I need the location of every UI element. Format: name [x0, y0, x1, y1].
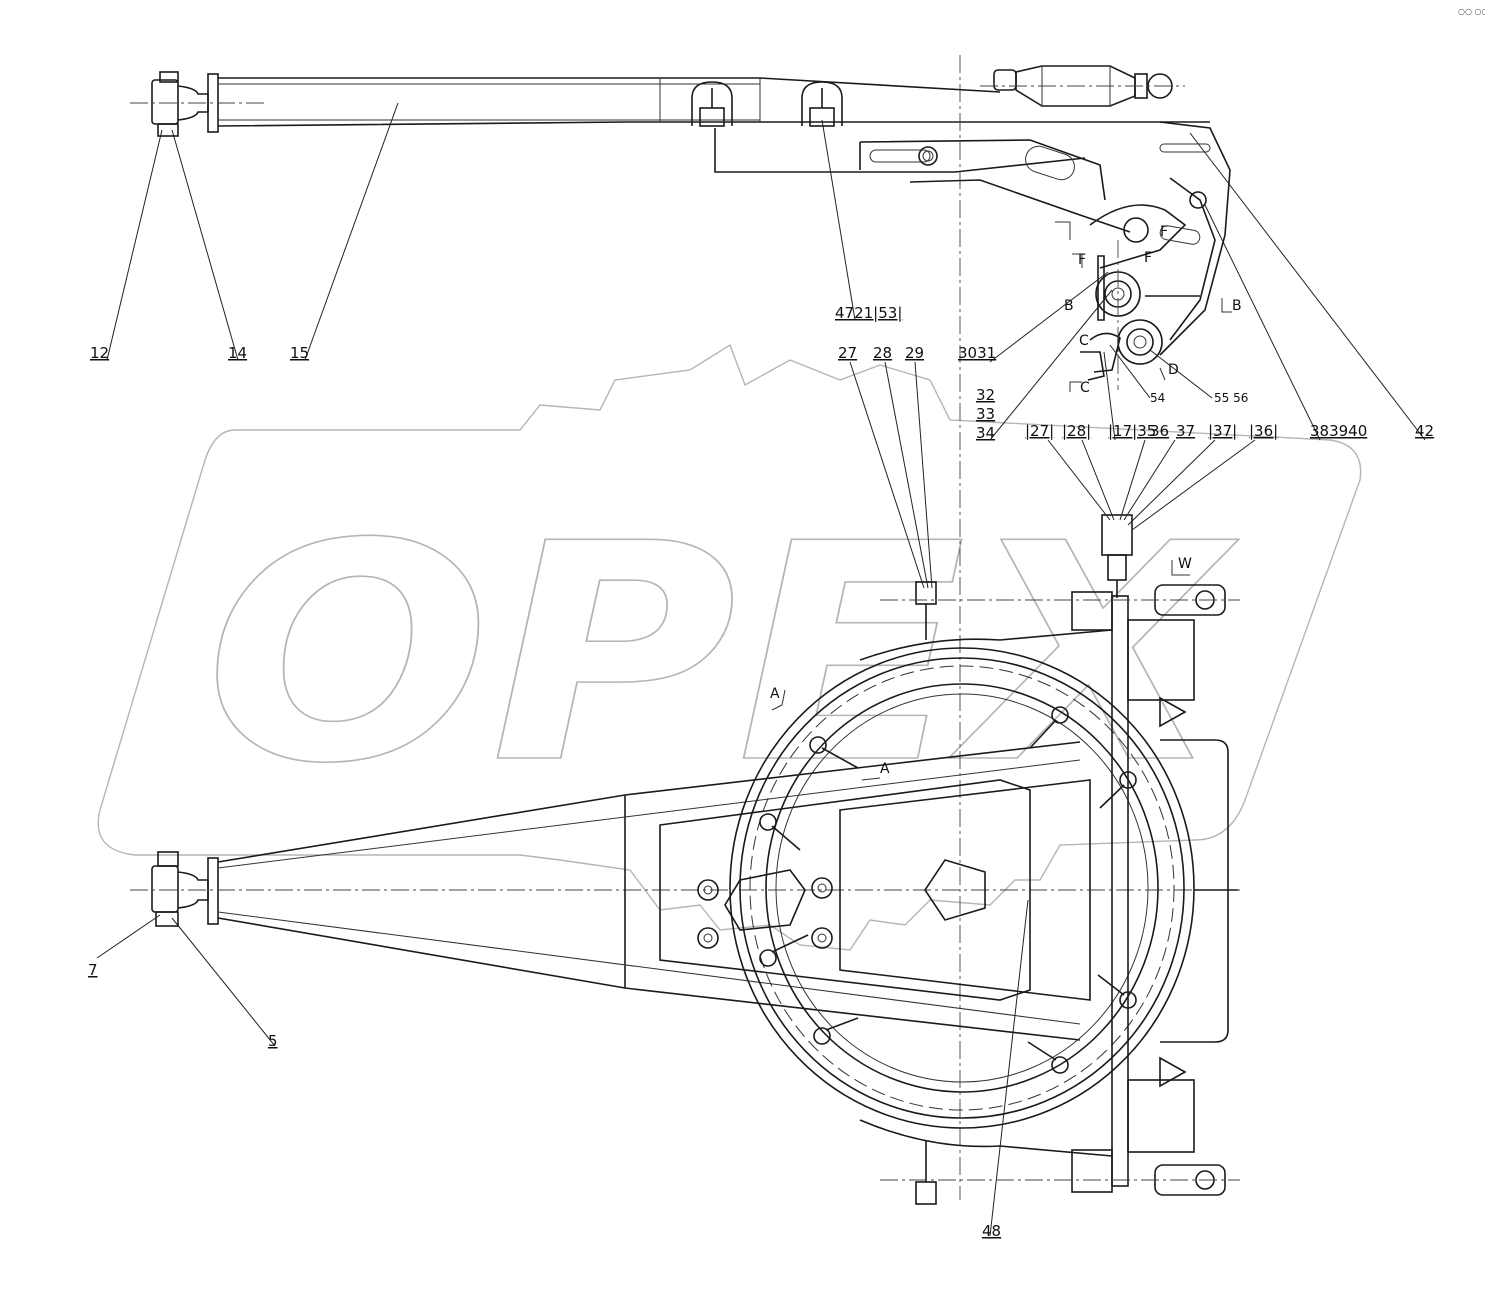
section-mark-c-2: C — [1080, 380, 1090, 396]
section-mark-w: W — [1178, 556, 1192, 572]
boom-end-bolt — [157, 123, 179, 137]
section-mark-b-2: B — [1232, 298, 1242, 314]
callout-48: 48 — [982, 1222, 1001, 1240]
mechanism-disc-lower — [1117, 319, 1163, 365]
boom-top-edge — [218, 77, 1001, 93]
mount-plate-outline — [859, 139, 1106, 201]
watermark-gear-outline — [97, 343, 1362, 951]
callout-15: 15 — [290, 344, 309, 362]
right-frame-rail — [1111, 595, 1129, 1187]
corner-mark: ○○ ○○○ — [1458, 7, 1485, 16]
callout-27: 27 — [838, 344, 857, 362]
turntable-inner-ring — [765, 683, 1159, 1093]
callout-12: 12 — [90, 344, 109, 362]
callout-47-21-53: 4721|53| — [835, 304, 902, 322]
callout-30-31: 3031 — [958, 344, 996, 362]
callout-38-39-40: 383940 — [1310, 422, 1367, 440]
section-mark-c: C — [1079, 333, 1089, 349]
callout-5: 5 — [268, 1032, 278, 1050]
callout-28: 28 — [873, 344, 892, 362]
watermark: OPEX — [97, 343, 1362, 951]
callout-labels: 12 14 15 4721|53| 27 28 29 3031 32 33 34… — [88, 304, 1434, 1240]
leader-lines — [96, 102, 1426, 1237]
turntable-outer-ring — [729, 647, 1195, 1129]
section-mark-a-2: A — [880, 761, 890, 777]
boom-clamp-2 — [801, 81, 843, 126]
section-mark-a: A — [770, 686, 780, 702]
section-mark-f-2: F — [1078, 252, 1086, 268]
watermark-text: OPEX — [205, 480, 1239, 829]
callout-33: 33 — [976, 405, 995, 423]
boom-clamp-1 — [691, 81, 733, 126]
section-mark-b: B — [1064, 298, 1074, 314]
callout-55-56: 55 56 — [1214, 391, 1248, 405]
callout-54: 54 — [1150, 391, 1165, 405]
top-boom-assembly: F F F B B C C D — [130, 65, 1242, 396]
section-mark-f-3: F — [1144, 250, 1152, 266]
callout-17-35: |17|35 — [1108, 422, 1156, 440]
callout-37-b: |37| — [1208, 422, 1237, 440]
boom-clamp-2-pad — [809, 107, 835, 127]
tower-end-flange — [207, 857, 219, 925]
tray-inner — [839, 779, 1091, 1001]
handle-bar — [1160, 739, 1229, 1043]
boom-end-nut — [159, 71, 179, 83]
callout-29: 29 — [905, 344, 924, 362]
callout-34: 34 — [976, 424, 995, 442]
callout-28-b: |28| — [1062, 422, 1091, 440]
section-mark-d: D — [1168, 362, 1179, 378]
bracket-arm-right — [1159, 121, 1231, 356]
callout-27-b: |27| — [1025, 422, 1054, 440]
callout-7: 7 — [88, 961, 98, 979]
callout-42: 42 — [1415, 422, 1434, 440]
left-bottom-nut — [915, 1181, 937, 1205]
section-mark-f: F — [1160, 224, 1168, 240]
boom-end-cap — [151, 79, 179, 125]
callout-36: 36 — [1150, 422, 1169, 440]
callout-14: 14 — [228, 344, 247, 362]
bottom-assembly: W A A — [130, 514, 1240, 1205]
lower-arm-edge — [909, 179, 1131, 233]
callout-32: 32 — [976, 386, 995, 404]
boom-clamp-1-pad — [699, 107, 725, 127]
tray-centre-plate — [924, 859, 986, 921]
mount-plate — [714, 128, 1086, 173]
boom-bottom-edge — [217, 121, 1210, 127]
tray-outline — [659, 779, 1031, 1001]
hub-bolts — [697, 877, 833, 949]
tower-end-cap — [151, 865, 179, 913]
callout-37: 37 — [1176, 422, 1195, 440]
tapered-arm-lower — [217, 917, 1081, 1041]
callout-36-b: |36| — [1249, 422, 1278, 440]
